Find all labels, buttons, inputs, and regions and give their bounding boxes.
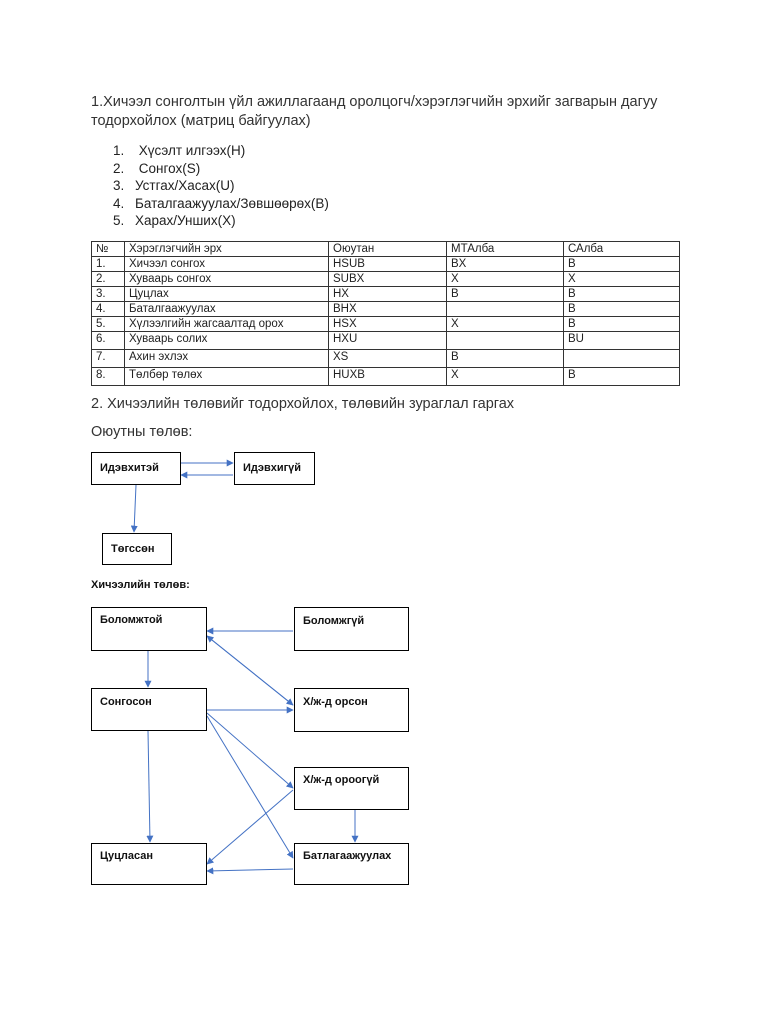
section1-title: 1.Хичээл сонголтын үйл ажиллагаанд оролц… [91,94,658,129]
section2-title: 2. Хичээлийн төлөвийг тодорхойлох, төлөв… [91,396,515,412]
state-inactive: Идэвхигүй [234,452,315,485]
state-label: Батлагаажуулах [303,850,392,862]
table-row: 7. Ахин эхлэх XS B [91,349,680,368]
state-label: Цуцласан [100,850,154,862]
state-label: Сонгосон [100,696,152,708]
state-in-schedule: Х/ж-д орсон [294,688,409,732]
state-not-in-schedule: Х/ж-д ороогүй [294,767,409,810]
table-cell: Төлбөр төлөх [124,367,329,386]
arrow-not-in-schedule-to-cancelled [206,789,294,865]
student-state-heading: Оюутны төлөв: [91,424,193,440]
list-item: 4. Баталгаажуулах/Зөвшөөрөх(B) [113,195,329,213]
state-unavailable: Боломжгүй [294,607,409,651]
arrow-selected-to-confirming [206,715,294,859]
list-item: 2. Сонгох(S) [113,160,329,178]
table-cell: Хичээл сонгох [124,256,329,272]
table-cell: 8. [91,367,125,386]
table-cell: HUXB [328,367,447,386]
table-row: 8. Төлбөр төлөх HUXB X B [91,367,680,386]
state-available: Боломжтой [91,607,207,651]
table-cell: Хүлээлгийн жагсаалтад орох [124,316,329,332]
list-text: Сонгох(S) [135,160,201,176]
state-label: Боломжтой [100,614,163,626]
list-item: 1. Хүсэлт илгээх(H) [113,142,329,160]
list-item: 3. Устгах/Хасах(U) [113,177,329,195]
rights-matrix-table: № Хэрэглэгчийн эрх Оюутан МТАлба САлба 1… [91,241,680,386]
arrow-selected-to-cancelled [146,730,154,843]
arrow-selected-to-not-in-schedule [206,712,294,789]
table-row: 5. Хүлээлгийн жагсаалтад орох HSX X B [91,316,680,332]
table-cell: SUBX [328,271,447,287]
list-text: Харах/Унших(X) [135,213,236,229]
table-row: 4. Баталгаажуулах BHX B [91,301,680,317]
state-label: Идэвхигүй [243,462,302,474]
list-number: 5. [113,213,125,229]
state-label: Төгссөн [111,543,155,555]
table-cell: B [563,367,680,386]
arrow-confirming-to-cancelled [206,867,294,875]
list-number: 4. [113,195,125,211]
table-cell: X [446,367,564,386]
table-row: 2. Хуваарь сонгох SUBX X X [91,271,680,287]
state-label: Идэвхитэй [100,462,159,474]
course-state-heading: Хичээлийн төлөв: [91,579,190,591]
list-number: 2. [113,160,125,176]
table-header-row: № Хэрэглэгчийн эрх Оюутан МТАлба САлба [91,241,680,257]
header-s-office: САлба [563,241,680,257]
state-active: Идэвхитэй [91,452,181,485]
state-selected: Сонгосон [91,688,207,731]
list-number: 1. [113,143,125,158]
list-number: 3. [113,178,125,194]
state-label: Х/ж-д орсон [303,696,368,708]
list-text: Баталгаажуулах/Зөвшөөрөх(B) [135,195,329,211]
table-cell: HX [328,286,447,302]
table-cell: Баталгаажуулах [124,301,329,317]
arrow-available-to-in-schedule [206,635,294,706]
header-number: № [91,241,125,257]
rights-list: 1. Хүсэлт илгээх(H) 2. Сонгох(S) 3. Устга… [113,142,329,230]
state-label: Х/ж-д ороогүй [303,774,380,786]
list-text: Хүсэлт илгээх(H) [135,143,246,158]
list-text: Устгах/Хасах(U) [135,178,235,194]
arrow-active-to-graduated [130,484,138,533]
state-cancelled: Цуцласан [91,843,207,885]
state-graduated: Төгссөн [102,533,172,565]
list-item: 5. Харах/Унших(X) [113,212,329,230]
header-mt-office: МТАлба [446,241,564,257]
table-row: 1. Хичээл сонгох HSUB BX B [91,256,680,272]
state-confirming: Батлагаажуулах [294,843,409,885]
state-label: Боломжгүй [303,615,365,627]
table-row: 6. Хуваарь солих HXU BU [91,331,680,350]
